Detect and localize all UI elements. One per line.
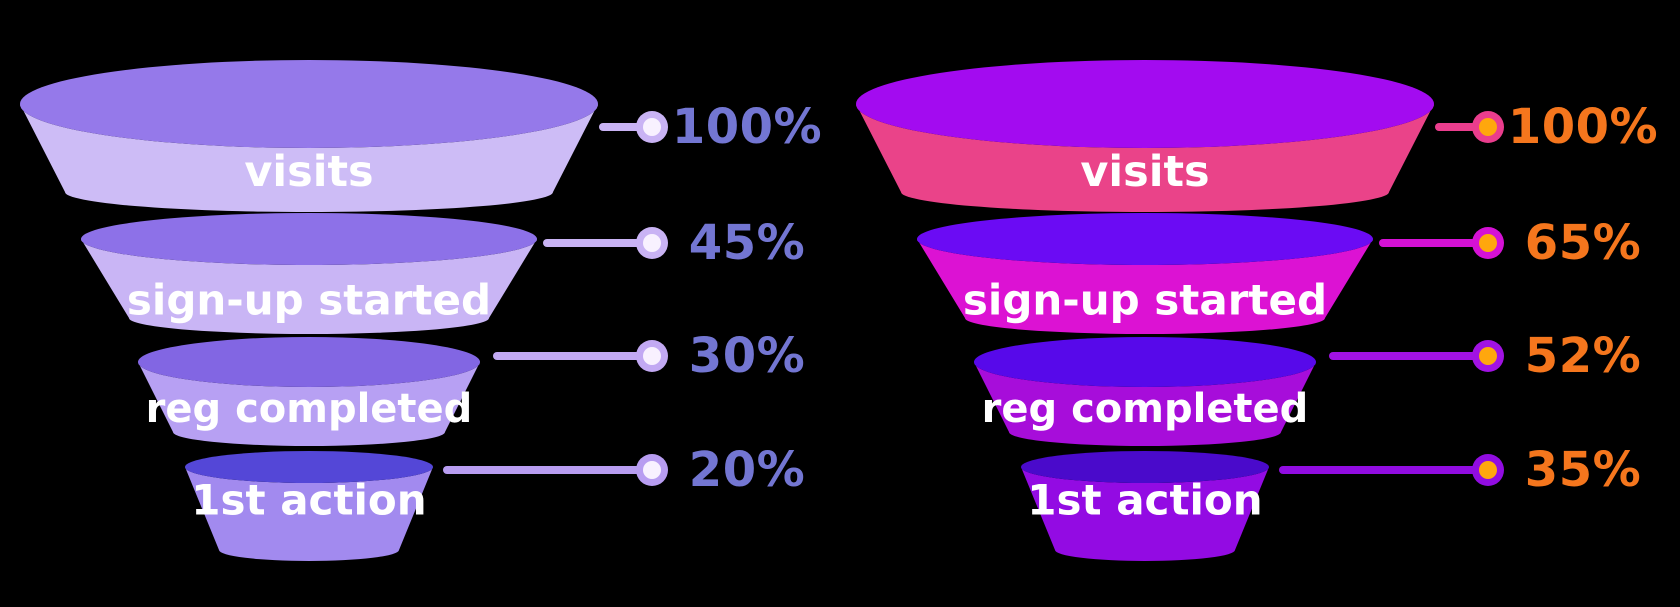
funnel-stage-body-reg-completed [974, 362, 1316, 446]
funnel-stage-body-visits [856, 104, 1434, 212]
percent-label-reg-completed: 30% [689, 328, 805, 384]
stage-label-reg-completed: reg completed [982, 386, 1309, 432]
leader-dot-core-1st-action [1479, 461, 1497, 479]
funnel-stage-body-reg-completed [138, 362, 480, 446]
percent-label-sign-up-started: 45% [689, 215, 805, 271]
leader-dot-core-sign-up-started [1479, 234, 1497, 252]
funnel-stage-top-reg-completed [974, 337, 1316, 387]
stage-label-sign-up-started: sign-up started [127, 276, 491, 325]
funnel-lavender-funnel: visits 100% sign-up started 45% reg complete… [20, 60, 822, 561]
stage-label-1st-action: 1st action [1027, 476, 1262, 525]
funnel-stage-top-1st-action [1021, 451, 1269, 483]
funnel-stage-top-visits [856, 60, 1434, 148]
percent-label-1st-action: 35% [1525, 442, 1641, 498]
leader-dot-core-reg-completed [643, 347, 661, 365]
funnel-stage-body-1st-action [185, 467, 433, 561]
percent-label-visits: 100% [1508, 99, 1658, 155]
percent-label-visits: 100% [672, 99, 822, 155]
funnel-stage-top-sign-up-started [917, 213, 1373, 265]
stage-label-visits: visits [244, 147, 373, 197]
leader-dot-core-visits [1479, 118, 1497, 136]
stage-label-visits: visits [1080, 147, 1209, 197]
percent-label-reg-completed: 52% [1525, 328, 1641, 384]
funnel-stage-top-sign-up-started [81, 213, 537, 265]
leader-dot-core-1st-action [643, 461, 661, 479]
funnel-stage-top-reg-completed [138, 337, 480, 387]
percent-label-sign-up-started: 65% [1525, 215, 1641, 271]
stage-label-sign-up-started: sign-up started [963, 276, 1327, 325]
percent-label-1st-action: 20% [689, 442, 805, 498]
funnel-magenta-funnel: visits 100% sign-up started 65% reg complete… [856, 60, 1658, 561]
funnel-stage-body-sign-up-started [81, 239, 537, 334]
leader-dot-core-visits [643, 118, 661, 136]
funnel-stage-top-visits [20, 60, 598, 148]
leader-dot-core-sign-up-started [643, 234, 661, 252]
funnel-stage-body-1st-action [1021, 467, 1269, 561]
funnel-stage-top-1st-action [185, 451, 433, 483]
funnel-stage-body-visits [20, 104, 598, 212]
funnel-stage-body-sign-up-started [917, 239, 1373, 334]
leader-dot-core-reg-completed [1479, 347, 1497, 365]
stage-label-reg-completed: reg completed [146, 386, 473, 432]
stage-label-1st-action: 1st action [191, 476, 426, 525]
